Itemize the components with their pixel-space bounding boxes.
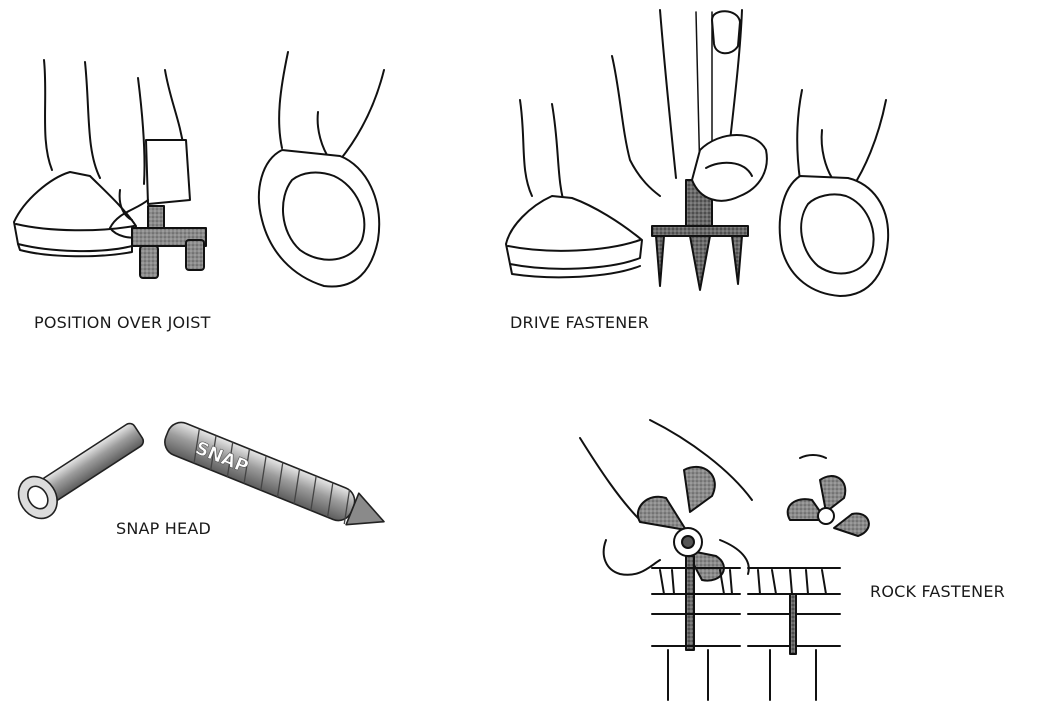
caption-rock-fastener: ROCK FASTENER bbox=[870, 582, 1005, 601]
caption-drive-fastener: DRIVE FASTENER bbox=[510, 313, 649, 332]
hand-driving-fastener-icon bbox=[506, 10, 888, 296]
hand-positioning-fastener-icon bbox=[14, 52, 384, 287]
caption-position-over-joist: POSITION OVER JOIST bbox=[34, 313, 211, 332]
rock-fastener-icon bbox=[580, 420, 869, 700]
caption-snap-head: SNAP HEAD bbox=[116, 519, 211, 538]
